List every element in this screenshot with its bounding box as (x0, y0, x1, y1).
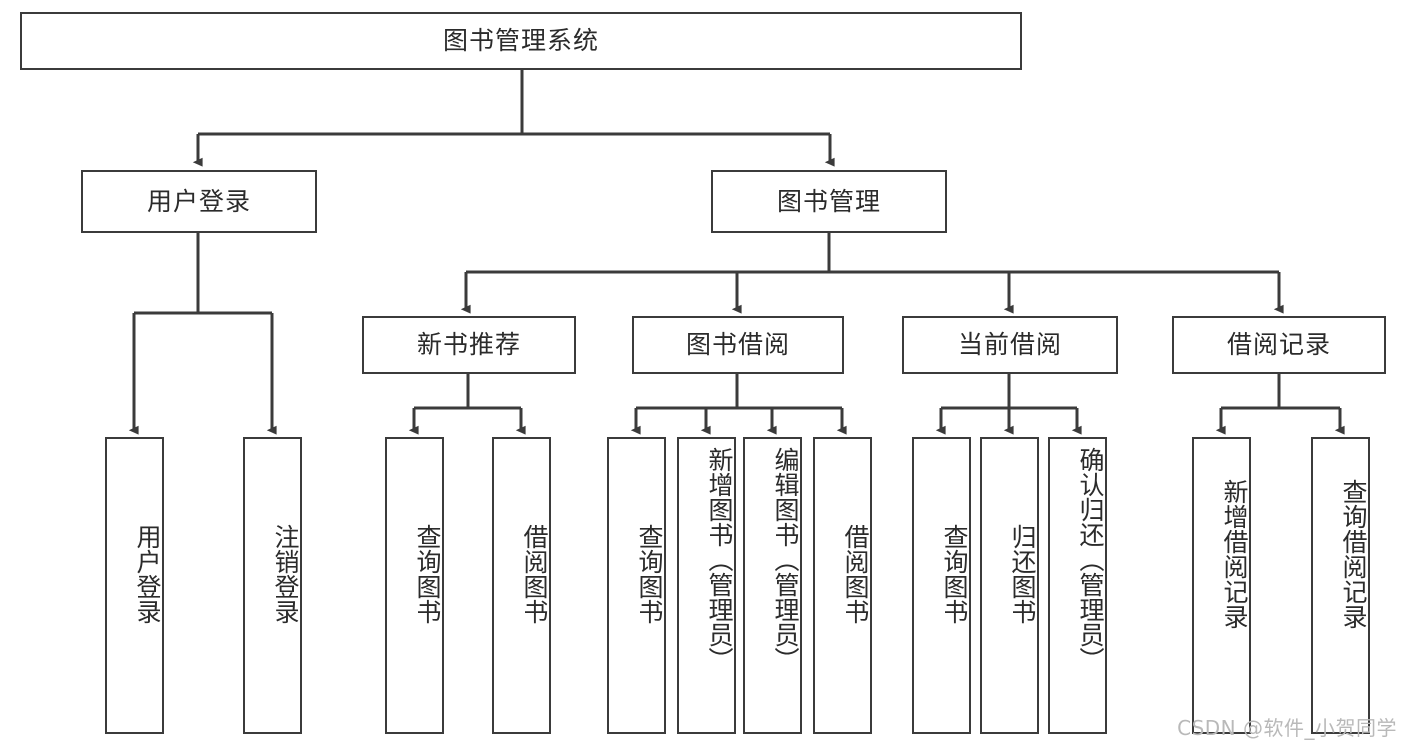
node-label: 查询借阅记录 (1339, 479, 1368, 629)
leaf-query-book-borrow[interactable]: 查询图书 (607, 437, 666, 734)
node-label: 确认归还（管理员） (1076, 447, 1105, 672)
leaf-query-book-current[interactable]: 查询图书 (912, 437, 971, 734)
node-label: 归还图书 (1008, 524, 1037, 624)
node-label: 借阅图书 (520, 524, 549, 624)
node-label: 查询图书 (413, 524, 442, 624)
node-label: 图书借阅 (685, 330, 790, 360)
node-label: 借阅记录 (1226, 330, 1331, 360)
node-book-borrow[interactable]: 图书借阅 (632, 316, 844, 374)
leaf-borrow-book[interactable]: 借阅图书 (813, 437, 872, 734)
node-book-management-system[interactable]: 图书管理系统 (20, 12, 1022, 70)
node-label: 新书推荐 (416, 330, 521, 360)
leaf-borrow-book-recommend[interactable]: 借阅图书 (492, 437, 551, 734)
node-new-book-recommend[interactable]: 新书推荐 (362, 316, 576, 374)
node-label: 新增图书（管理员） (705, 447, 734, 672)
node-user-login[interactable]: 用户登录 (81, 170, 317, 233)
node-current-borrow[interactable]: 当前借阅 (902, 316, 1118, 374)
node-label: 编辑图书（管理员） (771, 447, 800, 672)
leaf-edit-book-admin[interactable]: 编辑图书（管理员） (743, 437, 802, 734)
node-label: 用户登录 (146, 186, 251, 216)
leaf-add-borrow-record[interactable]: 新增借阅记录 (1192, 437, 1251, 734)
node-borrow-record[interactable]: 借阅记录 (1172, 316, 1386, 374)
node-label: 查询图书 (635, 524, 664, 624)
node-book-management[interactable]: 图书管理 (711, 170, 947, 233)
node-label: 图书管理系统 (442, 26, 599, 56)
node-label: 用户登录 (133, 524, 162, 624)
node-label: 查询图书 (940, 524, 969, 624)
node-label: 借阅图书 (841, 524, 870, 624)
leaf-query-book-recommend[interactable]: 查询图书 (385, 437, 444, 734)
leaf-return-book[interactable]: 归还图书 (980, 437, 1039, 734)
leaf-user-login[interactable]: 用户登录 (105, 437, 164, 734)
node-label: 图书管理 (776, 186, 881, 216)
leaf-add-book-admin[interactable]: 新增图书（管理员） (677, 437, 736, 734)
node-label: 注销登录 (271, 524, 300, 624)
leaf-query-borrow-record[interactable]: 查询借阅记录 (1311, 437, 1370, 734)
leaf-confirm-return-admin[interactable]: 确认归还（管理员） (1048, 437, 1107, 734)
leaf-logout-login[interactable]: 注销登录 (243, 437, 302, 734)
node-label: 新增借阅记录 (1220, 479, 1249, 629)
node-label: 当前借阅 (957, 330, 1062, 360)
